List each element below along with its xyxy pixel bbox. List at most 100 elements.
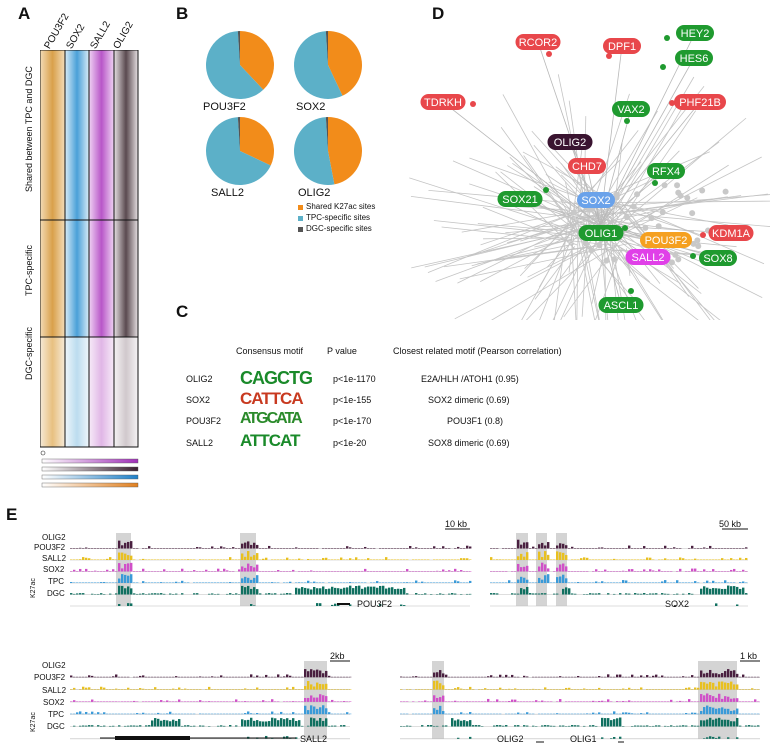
signal-bar <box>259 593 262 595</box>
signal-bar <box>196 593 199 595</box>
signal-bar <box>496 571 499 572</box>
signal-bar <box>295 582 298 583</box>
signal-bar <box>583 548 586 549</box>
signal-bar <box>124 563 127 572</box>
signal-bar <box>559 576 562 583</box>
signal-bar <box>592 571 595 572</box>
signal-bar <box>526 712 529 715</box>
network-node-small <box>588 247 595 254</box>
signal-bar <box>718 717 721 727</box>
signal-bar <box>223 582 226 583</box>
signal-bar <box>625 548 628 549</box>
network-node-rcor2: RCOR2 <box>515 34 561 50</box>
signal-bar <box>655 548 658 549</box>
track-olig2 <box>490 539 748 549</box>
signal-bar <box>685 725 688 727</box>
signal-bar <box>361 582 364 583</box>
signal-bar <box>700 710 703 715</box>
network-node-dot <box>664 35 670 41</box>
signal-bar <box>289 689 292 690</box>
signal-bar <box>136 548 139 549</box>
signal-bar <box>754 699 757 702</box>
signal-bar <box>742 548 745 549</box>
signal-bar <box>340 582 343 583</box>
signal-bar <box>154 548 157 549</box>
signal-bar <box>553 593 556 595</box>
signal-bar <box>724 696 727 702</box>
signal-bar <box>505 548 508 549</box>
signal-bar <box>253 676 256 678</box>
signal-bar <box>433 582 436 583</box>
signal-bar <box>154 582 157 583</box>
signal-bar <box>361 559 364 560</box>
signal-bar <box>385 588 388 595</box>
signal-bar <box>460 558 463 560</box>
signal-bar <box>532 713 535 715</box>
signal-bar <box>736 684 739 690</box>
signal-bar <box>112 725 115 727</box>
signal-bar <box>388 571 391 572</box>
signal-bar <box>724 580 727 583</box>
signal-bar <box>322 548 325 549</box>
signal-bar <box>106 569 109 572</box>
signal-bar <box>310 582 313 583</box>
signal-bar <box>232 547 235 549</box>
signal-bar <box>340 548 343 549</box>
signal-bar <box>283 701 286 702</box>
signal-bar <box>484 688 487 690</box>
signal-bar <box>493 689 496 690</box>
signal-bar <box>82 701 85 702</box>
signal-bar <box>403 571 406 572</box>
signal-bar <box>94 548 97 549</box>
signal-bar <box>730 681 733 690</box>
signal-bar <box>493 593 496 595</box>
signal-bar <box>448 713 451 715</box>
signal-bar <box>184 548 187 549</box>
signal-bar <box>472 676 475 678</box>
signal-bar <box>208 593 211 595</box>
signal-bar <box>649 582 652 583</box>
signal-bar <box>544 676 547 678</box>
signal-bar <box>181 713 184 715</box>
signal-bar <box>142 581 145 583</box>
signal-bar <box>427 725 430 727</box>
signal-bar <box>205 559 208 560</box>
signal-bar <box>76 712 79 715</box>
signal-bar <box>109 689 112 690</box>
signal-bar <box>307 681 310 690</box>
signal-bar <box>757 713 760 715</box>
signal-bar <box>628 700 631 702</box>
motif-logo: CAGCTG <box>240 368 313 388</box>
signal-bar <box>691 712 694 715</box>
signal-bar <box>451 559 454 560</box>
signal-bar <box>754 713 757 715</box>
signal-bar <box>187 725 190 727</box>
signal-bar <box>667 676 670 678</box>
signal-bar <box>238 569 241 572</box>
signal-bar <box>94 582 97 583</box>
signal-bar <box>490 557 493 560</box>
signal-bar <box>253 567 256 572</box>
signal-bar <box>568 701 571 702</box>
signal-bar <box>109 701 112 702</box>
signal-bar <box>265 721 268 727</box>
signal-bar <box>88 558 91 560</box>
signal-bar <box>118 585 121 595</box>
signal-bar <box>79 568 82 572</box>
signal-bar <box>79 701 82 702</box>
signal-bar <box>310 548 313 549</box>
signal-bar <box>79 725 82 727</box>
signal-bar <box>655 689 658 690</box>
signal-bar <box>352 588 355 595</box>
signal-bar <box>136 593 139 595</box>
signal-bar <box>196 546 199 549</box>
signal-bar <box>679 582 682 583</box>
signal-bar <box>124 713 127 715</box>
signal-bar <box>205 569 208 572</box>
signal-bar <box>412 559 415 560</box>
signal-bar <box>199 559 202 560</box>
signal-bar <box>199 547 202 549</box>
signal-bar <box>127 713 130 715</box>
signal-bar <box>88 713 91 715</box>
gene-label-sall2: SALL2 <box>300 734 328 744</box>
